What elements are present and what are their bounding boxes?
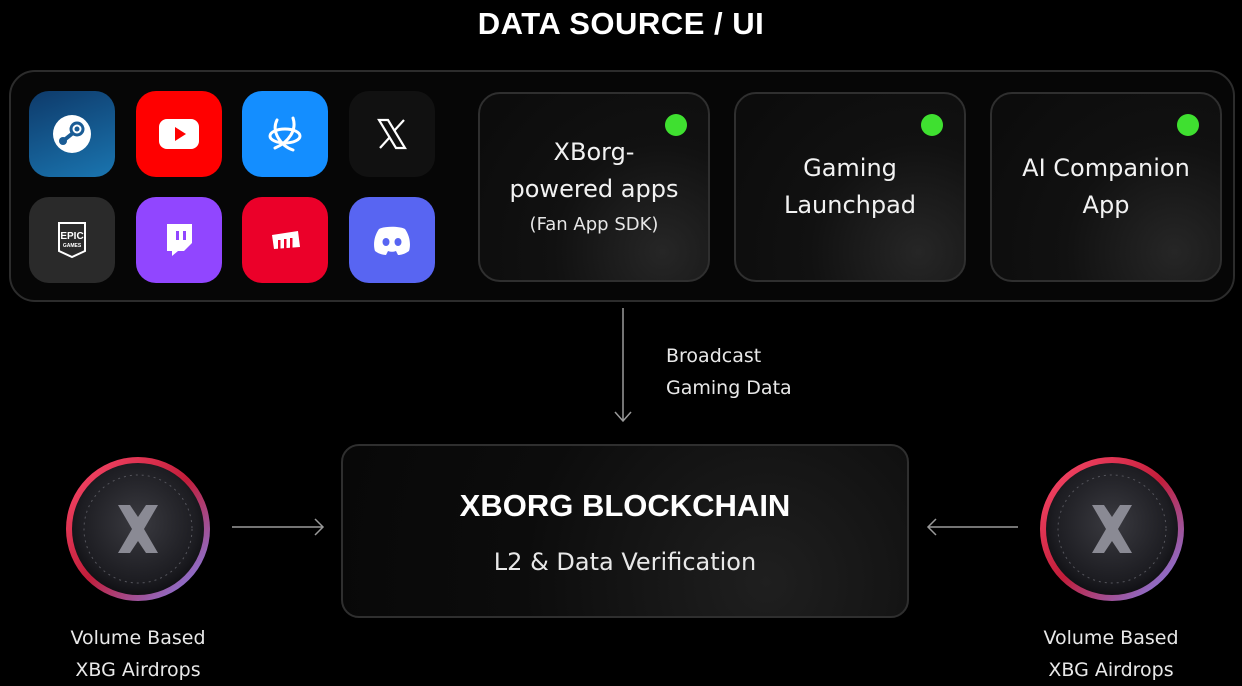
card-gaming-launchpad[interactable]: Gaming Launchpad	[734, 92, 966, 282]
status-indicator	[665, 114, 687, 136]
blockchain-title: XBORG BLOCKCHAIN	[459, 488, 791, 523]
airdrop-label-line2: XBG Airdrops	[1048, 659, 1174, 681]
status-indicator	[921, 114, 943, 136]
xbg-coin-icon	[66, 457, 210, 601]
card-title-line1: XBorg-	[553, 138, 635, 166]
airdrop-label-left: Volume Based XBG Airdrops	[38, 622, 238, 686]
broadcast-label-line1: Broadcast	[666, 345, 762, 367]
blockchain-subtitle: L2 & Data Verification	[493, 548, 757, 576]
card-title-line1: AI Companion	[1022, 154, 1190, 182]
epic-label: EPIC	[60, 231, 83, 242]
broadcast-label-line2: Gaming Data	[666, 377, 792, 399]
riot-games-icon[interactable]	[242, 197, 328, 283]
card-title-line2: powered apps	[509, 175, 679, 203]
right-arrow-head	[926, 518, 937, 536]
diagram-title: DATA SOURCE / UI	[477, 6, 765, 41]
xborg-blockchain-box: XBORG BLOCKCHAIN L2 & Data Verification	[341, 444, 909, 618]
down-arrow-head	[614, 411, 632, 423]
youtube-icon[interactable]	[136, 91, 222, 177]
airdrop-label-line1: Volume Based	[70, 627, 206, 649]
xbg-coin-icon	[1040, 457, 1184, 601]
card-title-line2: Launchpad	[783, 191, 917, 219]
x-icon[interactable]	[349, 91, 435, 177]
epic-games-icon[interactable]: EPIC GAMES	[29, 197, 115, 283]
status-indicator	[1177, 114, 1199, 136]
card-subtitle: (Fan App SDK)	[529, 214, 659, 235]
left-arrow-head	[314, 518, 325, 536]
card-xborg-powered-apps[interactable]: XBorg- powered apps (Fan App SDK)	[478, 92, 710, 282]
broadcast-label: Broadcast Gaming Data	[666, 340, 792, 404]
steam-icon[interactable]	[29, 91, 115, 177]
discord-icon[interactable]	[349, 197, 435, 283]
card-title-line2: App	[1082, 191, 1130, 219]
airdrop-label-line2: XBG Airdrops	[75, 659, 201, 681]
airdrop-label-line1: Volume Based	[1043, 627, 1179, 649]
airdrop-label-right: Volume Based XBG Airdrops	[1011, 622, 1211, 686]
card-title-line1: Gaming	[803, 154, 897, 182]
battlenet-icon[interactable]	[242, 91, 328, 177]
card-ai-companion-app[interactable]: AI Companion App	[990, 92, 1222, 282]
twitch-icon[interactable]	[136, 197, 222, 283]
games-label: GAMES	[63, 243, 82, 249]
